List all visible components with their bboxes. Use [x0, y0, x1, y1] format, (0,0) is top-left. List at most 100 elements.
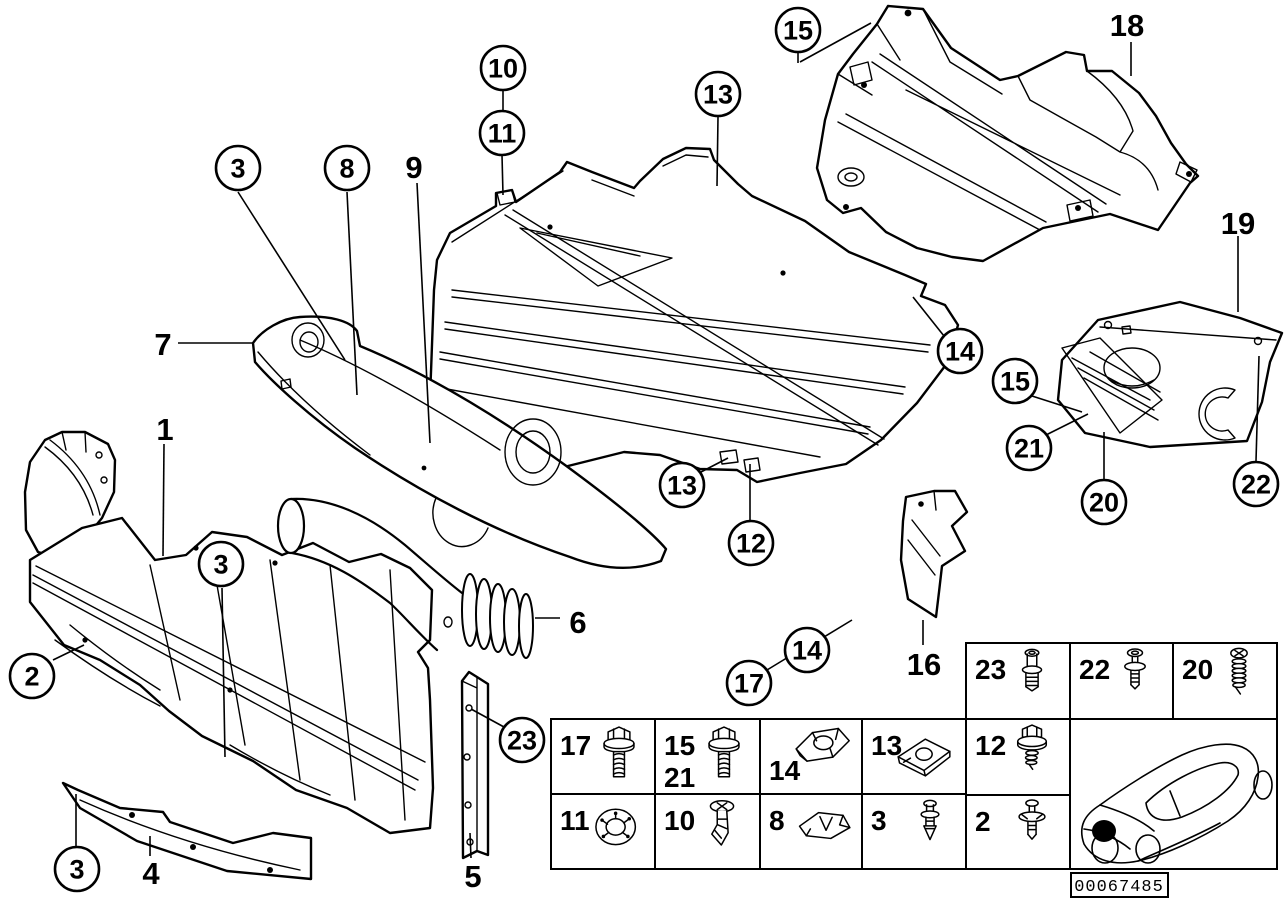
legend-cell-3[interactable]: 3 [861, 793, 967, 870]
callout-3[interactable]: 3 [53, 845, 101, 893]
callout-circle[interactable] [774, 6, 822, 54]
callout-circle[interactable] [727, 519, 775, 567]
leader-line [501, 154, 504, 196]
part-bracket-19-lineart [1056, 300, 1284, 449]
callout-22[interactable]: 22 [1232, 460, 1280, 508]
callout-label: 12 [736, 529, 766, 559]
callout-15[interactable]: 15 [774, 6, 822, 54]
leader-line [799, 22, 872, 63]
leader-line [221, 587, 226, 758]
callout-16[interactable]: 16 [907, 647, 941, 682]
spring-clip-icon [798, 811, 851, 840]
callout-circle[interactable] [479, 44, 527, 92]
callout-8[interactable]: 8 [323, 144, 371, 192]
legend-cell-border [861, 793, 967, 870]
callout-circle[interactable] [1005, 424, 1053, 472]
leader-line [416, 182, 431, 444]
part-number: 00067485 [1074, 878, 1164, 897]
part-intake-tube-lineart [276, 497, 534, 659]
callout-circle[interactable] [1232, 460, 1280, 508]
leader-lines [52, 22, 1260, 859]
leader-line [1031, 395, 1083, 413]
leader-line [469, 832, 472, 859]
hex-flange-screw-icon [603, 726, 635, 778]
callout-label: 14 [945, 337, 975, 367]
callout-21[interactable]: 21 [1005, 424, 1053, 472]
legend-cell-label: 21 [664, 762, 695, 793]
callout-label: 13 [703, 80, 733, 110]
callout-9[interactable]: 9 [405, 150, 422, 185]
callout-11[interactable]: 11 [478, 109, 526, 157]
legend-cell-13[interactable]: 13 [861, 718, 967, 795]
expanding-rivet-pin-icon [1124, 648, 1146, 690]
callout-12[interactable]: 12 [727, 519, 775, 567]
legend-cell-label: 8 [769, 805, 785, 836]
callout-label: 18 [1110, 8, 1144, 43]
retaining-clip-icon [795, 727, 850, 762]
callout-13[interactable]: 13 [694, 70, 742, 118]
callout-circle[interactable] [658, 461, 706, 509]
callout-circle[interactable] [1080, 478, 1128, 526]
legend-cell-label: 20 [1182, 654, 1213, 685]
location-marker [1092, 820, 1116, 842]
callout-label: 21 [1014, 434, 1044, 464]
hex-bolt-washer-icon [1016, 724, 1048, 771]
callout-2[interactable]: 2 [8, 652, 56, 700]
leader-line [162, 443, 165, 557]
callout-13[interactable]: 13 [658, 461, 706, 509]
callout-circle[interactable] [323, 144, 371, 192]
callout-1[interactable]: 1 [156, 412, 173, 447]
callout-circle[interactable] [478, 109, 526, 157]
callout-circle[interactable] [197, 540, 245, 588]
callout-label: 15 [783, 16, 813, 46]
leader-line [52, 644, 85, 661]
callout-4[interactable]: 4 [142, 856, 160, 891]
callout-7[interactable]: 7 [154, 327, 171, 362]
legend-cell-2[interactable]: 2 [965, 794, 1071, 870]
legend-cell-20[interactable]: 20 [1172, 642, 1278, 720]
legend-cell-8[interactable]: 8 [759, 793, 863, 870]
part-side-strip-lineart [460, 670, 490, 860]
callout-17[interactable]: 17 [725, 659, 773, 707]
callout-6[interactable]: 6 [569, 605, 586, 640]
legend-cell-label: 3 [871, 805, 887, 836]
callout-circle[interactable] [53, 845, 101, 893]
callout-circle[interactable] [991, 357, 1039, 405]
callout-circle[interactable] [725, 659, 773, 707]
callout-18[interactable]: 18 [1110, 8, 1144, 43]
callout-14[interactable]: 14 [783, 626, 831, 674]
callout-circle[interactable] [783, 626, 831, 674]
callout-label: 23 [507, 726, 537, 756]
callout-circle[interactable] [694, 70, 742, 118]
legend-cell-22[interactable]: 22 [1069, 642, 1174, 720]
callout-circle[interactable] [214, 144, 262, 192]
callout-label: 13 [667, 471, 697, 501]
legend-cell-23[interactable]: 23 [965, 642, 1071, 720]
legend-cell-17[interactable]: 17 [550, 718, 656, 795]
callout-10[interactable]: 10 [479, 44, 527, 92]
blind-rivet-icon [1021, 648, 1043, 692]
callout-20[interactable]: 20 [1080, 478, 1128, 526]
callout-5[interactable]: 5 [464, 859, 481, 894]
legend-cell-10[interactable]: 10 [654, 793, 761, 870]
part-bumper-shield-lineart [28, 516, 435, 835]
legend-cell-14[interactable]: 14 [759, 718, 863, 795]
callout-19[interactable]: 19 [1221, 206, 1255, 241]
callout-23[interactable]: 23 [498, 716, 546, 764]
callout-3[interactable]: 3 [214, 144, 262, 192]
callout-circle[interactable] [498, 716, 546, 764]
leader-line [700, 457, 729, 473]
callout-3[interactable]: 3 [197, 540, 245, 588]
callout-14[interactable]: 14 [936, 327, 984, 375]
leader-line [237, 191, 346, 361]
callout-circle[interactable] [936, 327, 984, 375]
callout-circle[interactable] [8, 652, 56, 700]
callout-label: 2 [24, 662, 39, 692]
legend-cell-11[interactable]: 11 [550, 793, 656, 870]
legend-cell-12[interactable]: 12 [965, 718, 1071, 796]
callout-label: 5 [464, 859, 481, 894]
callout-label: 17 [734, 669, 764, 699]
callout-label: 10 [488, 54, 518, 84]
callout-15[interactable]: 15 [991, 357, 1039, 405]
